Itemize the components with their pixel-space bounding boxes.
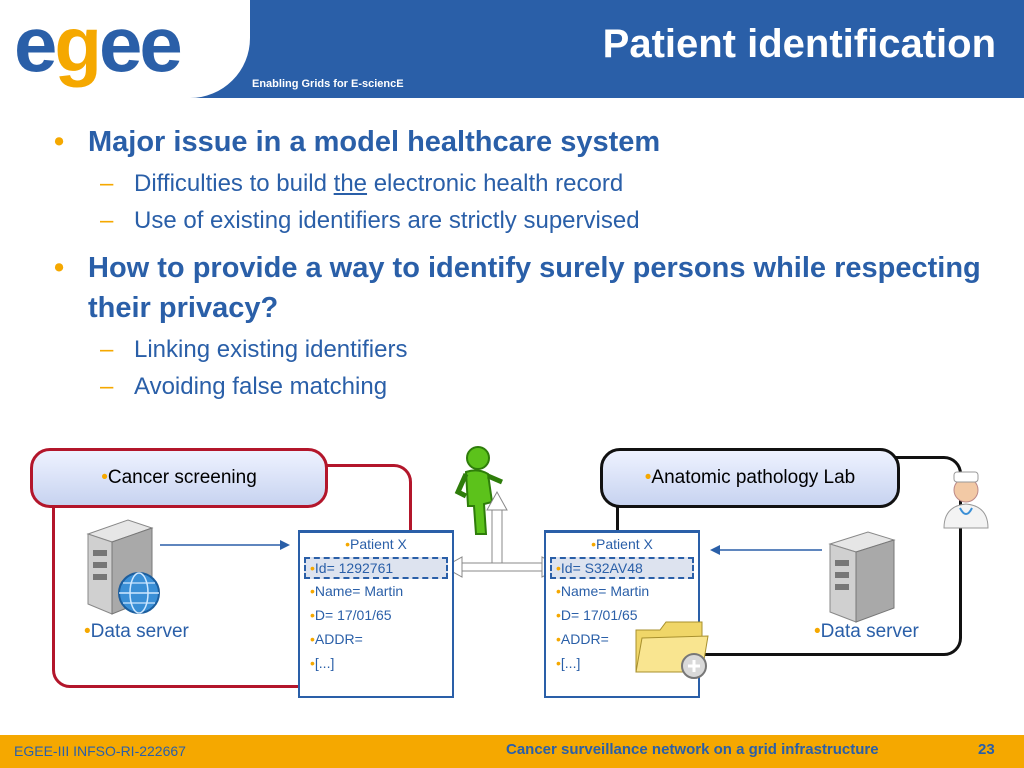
sub-bullet-item: – Difficulties to build the electronic h… [52, 169, 982, 199]
bullet-list: • Major issue in a model healthcare syst… [52, 118, 982, 402]
folder-icon [632, 616, 712, 682]
sub-bullet-text: electronic health record [367, 170, 623, 197]
sub-bullet-text: Avoiding false matching [134, 373, 387, 400]
data-server-label: •Data server [814, 621, 919, 643]
footer-presentation-title: Cancer surveillance network on a grid in… [506, 741, 879, 758]
record-dob: D= 17/01/65 [315, 607, 392, 623]
person-icon [452, 444, 512, 538]
sub-bullet-text: Difficulties to build [134, 170, 334, 197]
page-number: 23 [978, 741, 995, 758]
dash-marker: – [100, 169, 113, 199]
bullet-item: • How to provide a way to identify surel… [52, 248, 982, 328]
pathology-lab-label: •Anatomic pathology Lab [600, 448, 900, 508]
footer-project-id: EGEE-III INFSO-RI-222667 [14, 743, 186, 759]
underlined-word: the [334, 170, 367, 197]
record-header: Patient X [350, 536, 407, 552]
dash-marker: – [100, 372, 113, 402]
tagline: Enabling Grids for E-sciencE [252, 78, 404, 90]
sub-bullet-item: – Avoiding false matching [52, 372, 982, 402]
dash-marker: – [100, 335, 113, 365]
record-addr: ADDR= [561, 631, 609, 647]
record-more: [...] [315, 655, 334, 671]
sub-bullet-item: – Linking existing identifiers [52, 335, 982, 365]
record-id: Id= 1292761 [315, 560, 393, 576]
bullet-item: • Major issue in a model healthcare syst… [52, 122, 982, 162]
bullet-text: How to provide a way to identify surely … [88, 252, 981, 324]
doctor-icon [938, 466, 994, 530]
sub-bullet-item: – Use of existing identifiers are strict… [52, 206, 982, 236]
logo-text: egee [14, 4, 180, 84]
record-id: Id= S32AV48 [561, 560, 643, 576]
record-more: [...] [561, 655, 580, 671]
page-title: Patient identification [603, 22, 996, 67]
cancer-screening-label: •Cancer screening [30, 448, 328, 508]
identity-diagram: •Cancer screening •Anatomic pathology La… [0, 440, 1024, 720]
server-icon [822, 526, 902, 626]
dash-marker: – [100, 206, 113, 236]
footer-bar: EGEE-III INFSO-RI-222667 Cancer surveill… [0, 735, 1024, 768]
record-addr: ADDR= [315, 631, 363, 647]
globe-icon [116, 570, 162, 616]
bullet-marker: • [54, 248, 64, 288]
bullet-text: Major issue in a model healthcare system [88, 126, 660, 158]
record-name: Name= Martin [315, 583, 403, 599]
patient-record-left: •Patient X •Id= 1292761 •Name= Martin •D… [298, 530, 454, 698]
record-name: Name= Martin [561, 583, 649, 599]
sub-bullet-text: Linking existing identifiers [134, 336, 407, 363]
sub-bullet-text: Use of existing identifiers are strictly… [134, 207, 640, 234]
data-server-label: •Data server [84, 621, 189, 643]
record-header: Patient X [596, 536, 653, 552]
record-dob: D= 17/01/65 [561, 607, 638, 623]
header-band: egee Enabling Grids for E-sciencE Patien… [0, 0, 1024, 98]
logo: egee [0, 0, 250, 98]
bullet-marker: • [54, 122, 64, 162]
